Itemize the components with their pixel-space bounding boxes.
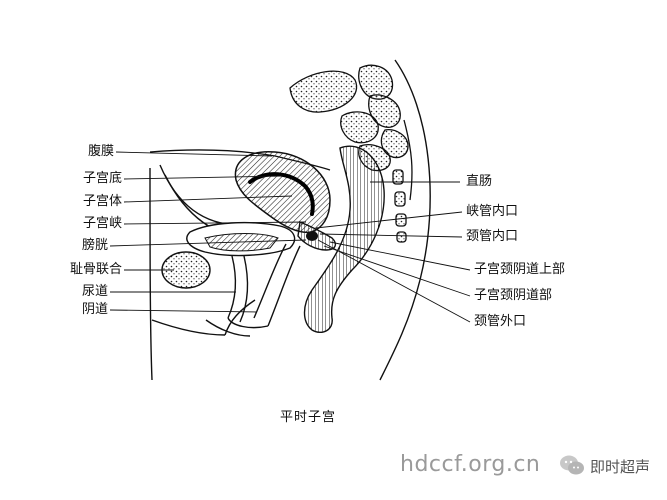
label-external-os: 颈管外口 [474, 314, 527, 329]
label-peritoneum: 腹膜 [87, 144, 114, 159]
label-histological-internal-os: 颈管内口 [466, 229, 519, 244]
rectum [303, 145, 385, 334]
label-anatomical-internal-os: 峡管内口 [466, 204, 519, 219]
label-bladder: 膀胱 [81, 238, 108, 253]
label-leader-lines [109, 151, 471, 323]
urethra-vagina [205, 243, 301, 337]
watermark-site: hdccf.org.cn [400, 452, 541, 477]
bladder [186, 221, 296, 257]
watermark-account: 即时超声 [590, 458, 651, 476]
label-pubic-symphysis: 耻骨联合 [69, 262, 122, 277]
label-vagina: 阴道 [81, 302, 108, 317]
wechat-icon [560, 455, 584, 475]
label-supravaginal-cervix: 子宫颈阴道上部 [474, 262, 566, 277]
label-uterine-body: 子宫体 [82, 194, 122, 209]
sacrum-vertebrae [289, 64, 413, 243]
label-isthmus: 子宫峡 [82, 216, 122, 231]
label-fundus: 子宫底 [82, 171, 122, 186]
label-vaginal-cervix: 子宫颈阴道部 [474, 288, 553, 303]
label-urethra: 尿道 [81, 284, 108, 299]
label-rectum: 直肠 [466, 174, 493, 189]
uterus [234, 151, 337, 251]
figure-caption: 平时子宫 [280, 410, 337, 425]
